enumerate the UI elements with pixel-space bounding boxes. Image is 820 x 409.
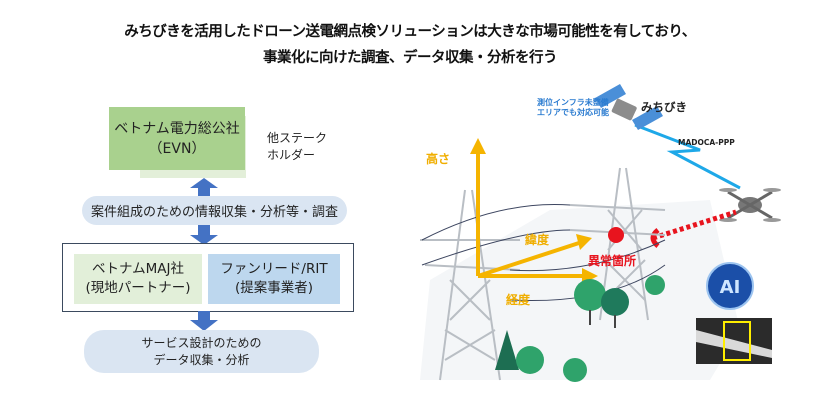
satellite-icon <box>595 84 663 130</box>
signal-label: MADOCA-PPP <box>678 138 735 147</box>
down-arrow-icon <box>190 225 218 245</box>
stakeholder-label: 他ステーク ホルダー <box>267 130 327 164</box>
up-arrow-icon <box>190 178 218 198</box>
inspection-thumbnail <box>696 318 772 364</box>
maj-name: ベトナムMAJ社 <box>92 261 184 277</box>
stakeholder-line-2: ホルダー <box>267 148 316 162</box>
trees <box>495 275 665 382</box>
axis-height-label: 高さ <box>426 152 451 166</box>
anomaly-marker <box>608 227 624 243</box>
rit-name: ファンリード/RIT <box>220 261 328 277</box>
rit-role: (提案事業者) <box>234 280 314 296</box>
design-step: サービス設計のための データ収集・分析 <box>84 330 319 373</box>
design-step-line-2: データ収集・分析 <box>153 352 250 367</box>
drone-inspection-illustration: AI 測位インフラ未整備 エリアでも対応可能 みちびき MADOCA-PPP 高… <box>410 80 820 390</box>
anomaly-label: 異常箇所 <box>588 254 637 268</box>
headline-line-2: 事業化に向けた調査、データ収集・分析を行う <box>263 50 558 66</box>
evn-name: ベトナム電力総公社 <box>114 120 240 137</box>
design-step-line-1: サービス設計のための <box>141 335 262 350</box>
power-tower-left <box>420 189 521 381</box>
headline-line-1: みちびきを活用したドローン送電網点検ソリューションは大きな市場可能性を有しており… <box>124 24 696 40</box>
research-step: 案件組成のための情報収集・分析等・調査 <box>82 196 347 225</box>
satellite-note-line-2: エリアでも対応可能 <box>537 108 609 117</box>
rit-box: ファンリード/RIT (提案事業者) <box>208 254 340 304</box>
stakeholder-line-1: 他ステーク <box>267 131 328 145</box>
ai-badge-text: AI <box>720 277 741 298</box>
laser-beam <box>652 209 737 241</box>
maj-box: ベトナムMAJ社 (現地パートナー) <box>74 254 202 304</box>
evn-box: ベトナム電力総公社 （EVN） <box>109 107 245 170</box>
research-step-label: 案件組成のための情報収集・分析等・調査 <box>90 205 338 220</box>
axis-latitude-label: 緯度 <box>525 233 550 247</box>
defect-highlight-box <box>723 321 751 361</box>
ai-badge-icon: AI <box>706 262 754 310</box>
evn-abbr: （EVN） <box>148 140 206 157</box>
axis-longitude-label: 経度 <box>506 293 531 307</box>
down-arrow-icon <box>190 311 218 331</box>
laser-target-chevron <box>650 228 660 248</box>
satellite-note-line-1: 測位インフラ未整備 <box>537 98 609 107</box>
drone-icon <box>719 188 781 222</box>
signal-bolt-icon <box>634 123 741 190</box>
satellite-name: みちびき <box>641 100 687 114</box>
satellite-note: 測位インフラ未整備 エリアでも対応可能 <box>537 98 609 118</box>
maj-role: (現地パートナー) <box>85 280 191 296</box>
